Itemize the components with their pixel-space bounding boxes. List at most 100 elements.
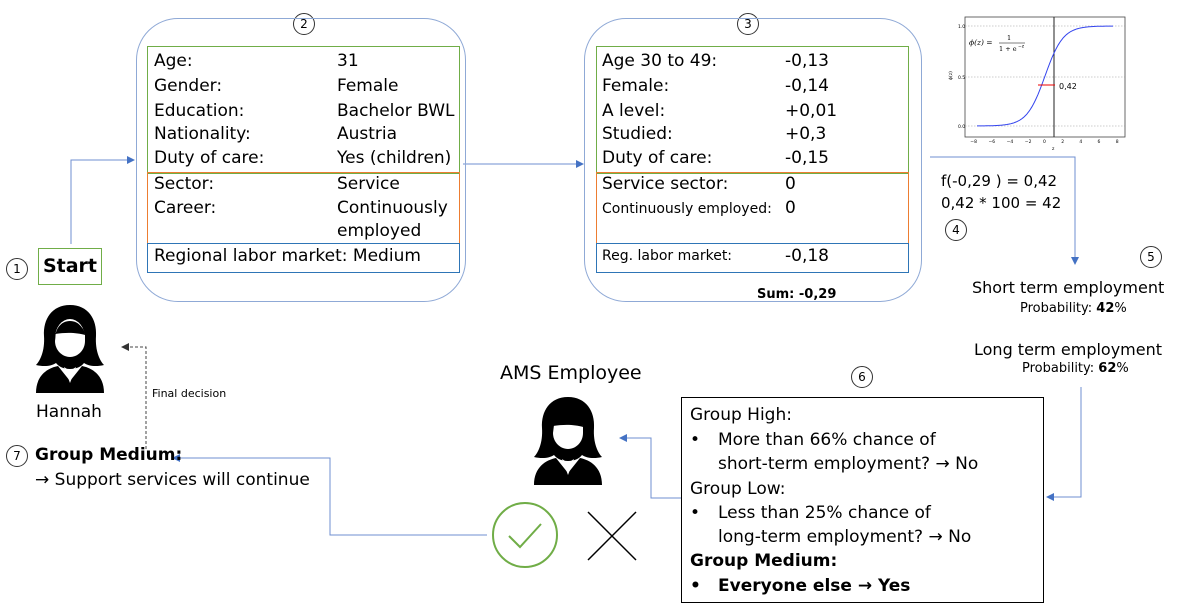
weight-value-a-level: +0,01 <box>785 101 838 121</box>
sigmoid-xtick: 2 <box>1061 139 1064 145</box>
weights-sum: Sum: -0,29 <box>757 287 837 302</box>
weight-key-reg-labor-market: Reg. labor market: <box>602 248 733 264</box>
sigmoid-ylabel: ϕ(z) <box>948 71 954 80</box>
weight-value-continuously-employed: 0 <box>785 198 796 218</box>
weight-key-continuously-employed: Continuously employed: <box>602 201 772 217</box>
personal-attributes-box <box>147 46 460 174</box>
personal-weights-box <box>596 46 909 174</box>
group-medium-title: Group Medium: <box>690 551 838 571</box>
result-text: → Support services will continue <box>35 470 310 490</box>
weight-key-female: Female: <box>602 76 670 96</box>
regional-market-box <box>147 243 460 273</box>
profile-key-duty-of-care: Duty of care: <box>154 148 265 168</box>
profile-key-gender: Gender: <box>154 76 223 96</box>
long-term-prob-label: Probability: <box>1022 361 1099 376</box>
short-term-prob-label: Probability: <box>1020 301 1097 316</box>
profile-value-career: Continuously <box>337 198 448 218</box>
step-number-7: 7 <box>6 445 28 467</box>
weight-value-reg-labor-market: -0,18 <box>785 246 829 266</box>
profile-value-gender: Female <box>337 76 399 96</box>
weight-key-duty-of-care: Duty of care: <box>602 148 713 168</box>
arrow-decision-to-employee <box>619 434 681 499</box>
sigmoid-ytick: 0.0 <box>958 124 965 130</box>
sigmoid-xlabel: z <box>1052 147 1055 152</box>
regional-weights-box <box>596 243 909 273</box>
result-group-title: Group Medium: <box>35 445 183 465</box>
weight-value-studied: +0,3 <box>785 124 827 144</box>
check-icon <box>492 502 558 568</box>
profile-key-age: Age: <box>154 51 193 71</box>
ams-employee-label: AMS Employee <box>500 362 642 384</box>
weight-value-duty-of-care: -0,15 <box>785 148 829 168</box>
profile-key-nationality: Nationality: <box>154 124 251 144</box>
sigmoid-xtick: −2 <box>1025 139 1032 145</box>
group-high-rule-1: More than 66% chance of <box>718 430 936 450</box>
sigmoid-point-label: 0,42 <box>1059 82 1077 91</box>
weight-value-service-sector: 0 <box>785 174 796 194</box>
sigmoid-xtick: −8 <box>970 139 977 145</box>
cross-icon <box>587 511 637 561</box>
long-term-prob-value: 62 <box>1098 361 1117 376</box>
sigmoid-xtick: −6 <box>989 139 996 145</box>
profile-value-career-2: employed <box>337 221 422 241</box>
step-number-4: 4 <box>945 219 967 241</box>
bullet: • <box>690 503 701 523</box>
short-term-title: Short term employment <box>972 278 1165 297</box>
sigmoid-ytick: 1.0 <box>958 24 965 30</box>
long-term-title: Long term employment <box>974 340 1163 359</box>
weight-value-age: -0,13 <box>785 51 829 71</box>
group-medium-rule: Everyone else → Yes <box>718 576 911 596</box>
profile-key-sector: Sector: <box>154 174 215 194</box>
sigmoid-xtick: 4 <box>1079 139 1082 145</box>
weight-key-studied: Studied: <box>602 124 673 144</box>
weight-key-age: Age 30 to 49: <box>602 51 718 71</box>
woman-avatar-icon <box>36 305 104 393</box>
step-number-2: 2 <box>293 13 315 35</box>
calc-line-2: 0,42 * 100 = 42 <box>941 194 1062 212</box>
sigmoid-ytick: 0.5 <box>958 75 965 81</box>
profile-value-education: Bachelor BWL <box>337 101 455 121</box>
weight-key-service-sector: Service sector: <box>602 174 729 194</box>
profile-bracket <box>136 18 466 302</box>
profile-value-duty-of-care: Yes (children) <box>337 148 452 168</box>
step-number-5: 5 <box>1140 246 1162 268</box>
sigmoid-formula-lhs: ϕ(z) = <box>969 38 993 47</box>
group-low-rule-1: Less than 25% chance of <box>718 503 931 523</box>
step-number-1: 1 <box>6 258 28 280</box>
arrow-weights-to-probability <box>930 156 1079 265</box>
arrow-check-to-result <box>172 454 487 536</box>
sigmoid-formula-num: 1 <box>1007 34 1011 42</box>
calc-line-1: f(-0,29 ) = 0,42 <box>941 172 1058 190</box>
profile-value-age: 31 <box>337 51 359 71</box>
sigmoid-formula-exp: −z <box>1018 45 1025 50</box>
profile-value-sector: Service <box>337 174 400 194</box>
profile-regional-market: Regional labor market: Medium <box>154 246 421 266</box>
arrow-probability-to-decision <box>1046 387 1082 501</box>
long-term-probability: Probability: 62% <box>1022 359 1129 379</box>
profile-value-nationality: Austria <box>337 124 398 144</box>
sigmoid-xtick: 6 <box>1098 139 1101 145</box>
profile-key-education: Education: <box>154 101 245 121</box>
sigmoid-xtick: 8 <box>1116 139 1119 145</box>
short-term-prob-value: 42 <box>1096 301 1115 316</box>
bullet: • <box>690 576 701 596</box>
sigmoid-xtick: −4 <box>1007 139 1014 145</box>
employee-avatar-icon <box>534 397 602 485</box>
long-term-pct: % <box>1116 361 1129 376</box>
group-high-rule-2: short-term employment? → No <box>718 454 979 474</box>
group-low-title: Group Low: <box>690 479 786 499</box>
arrow-start-to-profile <box>70 156 135 244</box>
final-decision-label: Final decision <box>152 387 227 400</box>
person-name: Hannah <box>36 402 102 422</box>
bullet: • <box>690 430 701 450</box>
group-low-rule-2: long-term employment? → No <box>718 527 972 547</box>
group-high-title: Group High: <box>690 405 792 425</box>
arrow-final-decision <box>121 343 147 449</box>
weight-value-female: -0,14 <box>785 76 829 96</box>
weights-bracket <box>584 18 922 302</box>
step-number-6: 6 <box>851 366 873 388</box>
profile-key-career: Career: <box>154 198 217 218</box>
sigmoid-formula-den: 1 + e <box>999 45 1017 53</box>
